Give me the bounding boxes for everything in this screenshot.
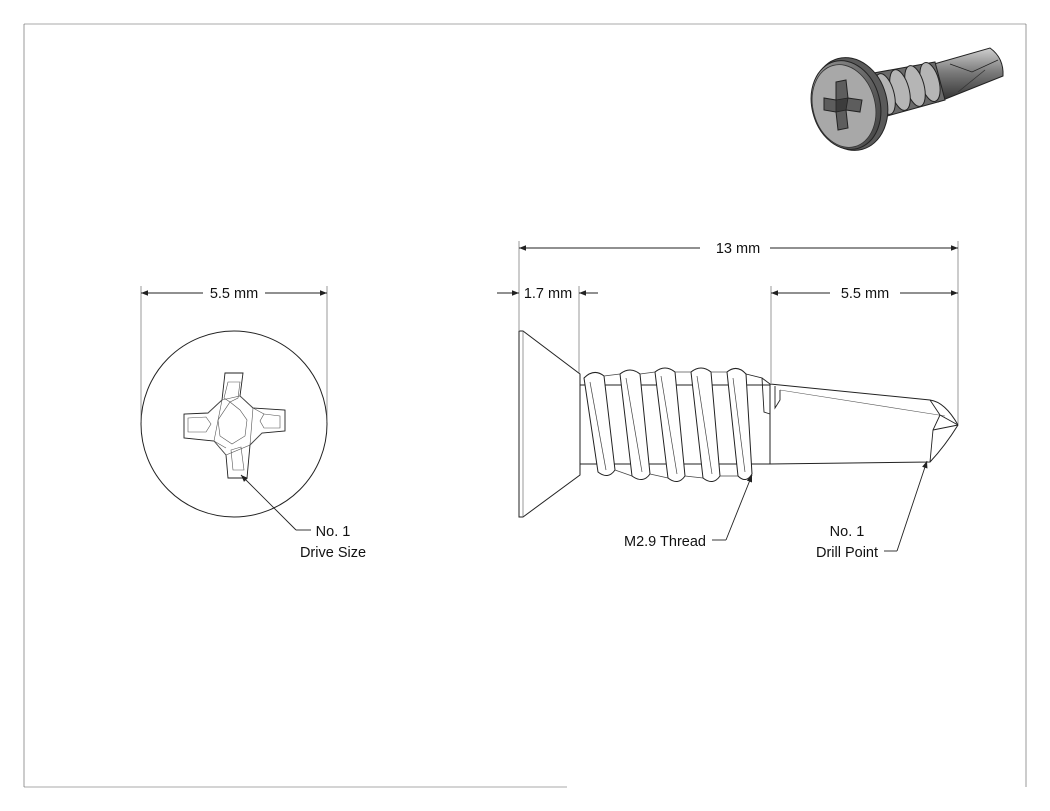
dimension-overall-length: 13 mm bbox=[518, 241, 959, 424]
dim-overall-length-label: 13 mm bbox=[716, 241, 760, 257]
isometric-screw-thumbnail bbox=[810, 47, 1004, 151]
dimension-head-height: 1.7 mm bbox=[497, 286, 598, 373]
callout-drive-size-line2: Drive Size bbox=[300, 545, 366, 561]
head-top-view bbox=[140, 330, 328, 518]
dim-drill-length-label: 5.5 mm bbox=[841, 286, 889, 302]
callout-drill-point: No. 1 Drill Point bbox=[816, 460, 928, 561]
dimension-head-diameter: 5.5 mm bbox=[140, 286, 328, 422]
callout-drill-point-line1: No. 1 bbox=[830, 524, 865, 540]
sheet-border bbox=[23, 23, 1027, 788]
callout-thread: M2.9 Thread bbox=[624, 474, 753, 550]
dim-head-diameter-label: 5.5 mm bbox=[210, 286, 258, 302]
callout-drive-size-line1: No. 1 bbox=[316, 524, 351, 540]
screw-side-view bbox=[518, 330, 959, 518]
dim-head-height-label: 1.7 mm bbox=[524, 286, 572, 302]
callout-drive-size: No. 1 Drive Size bbox=[240, 474, 366, 561]
callout-drill-point-line2: Drill Point bbox=[816, 545, 878, 561]
callout-thread-label: M2.9 Thread bbox=[624, 534, 706, 550]
dimension-drill-length: 5.5 mm bbox=[770, 286, 958, 383]
